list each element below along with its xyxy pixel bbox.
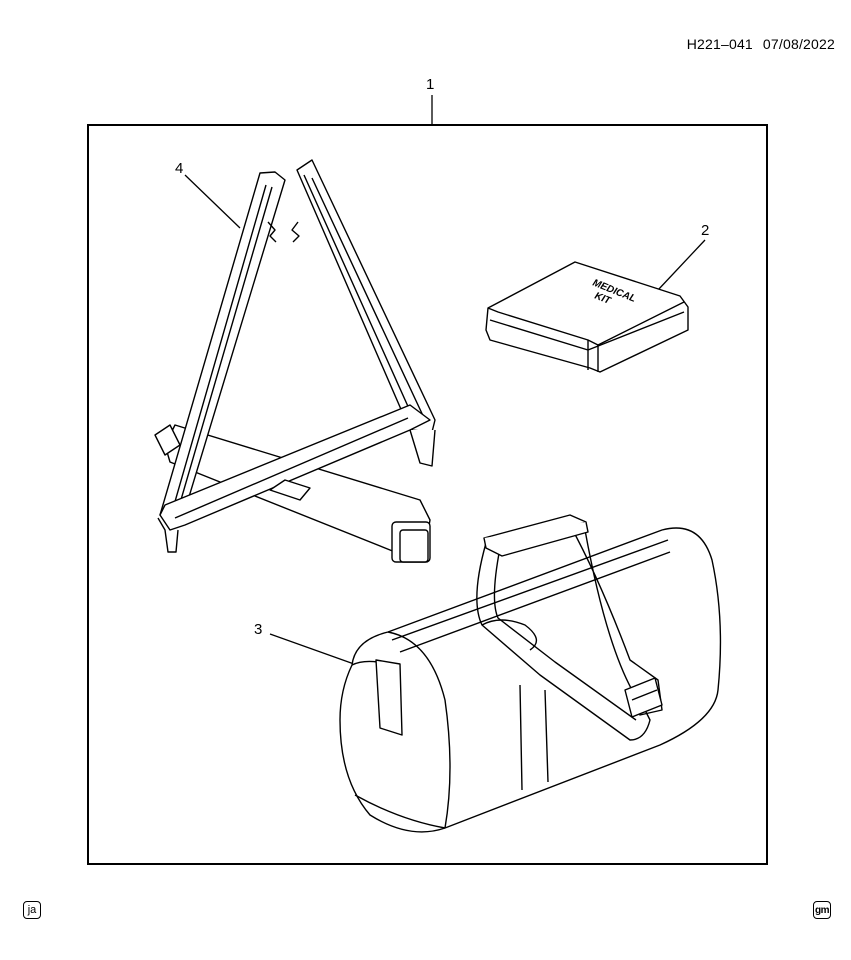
callout-4: 4 — [175, 160, 184, 177]
drawing-date: 07/08/2022 — [762, 36, 835, 52]
warning-triangle-icon — [154, 159, 436, 563]
leader-line-3 — [269, 633, 355, 665]
drawing-code: H221–041 — [686, 36, 753, 52]
callout-1: 1 — [426, 76, 435, 93]
leader-line-4 — [184, 174, 241, 229]
drawing-reference: H221–041 07/08/2022 — [687, 36, 835, 52]
region-badge: ja — [23, 901, 41, 919]
callout-2: 2 — [701, 222, 710, 239]
callout-3: 3 — [254, 621, 263, 638]
medical-kit-icon — [485, 261, 689, 373]
kit-assembly-frame — [87, 124, 768, 865]
leader-line-2 — [657, 239, 706, 291]
gm-logo-badge: gm — [813, 901, 831, 919]
bag-icon — [339, 514, 722, 833]
